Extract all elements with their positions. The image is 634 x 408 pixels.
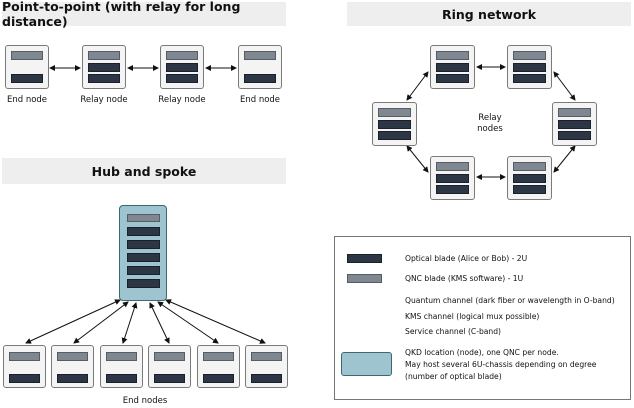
qnc-blade xyxy=(251,352,282,361)
optical-blade xyxy=(127,240,160,249)
p2p-relay-node-2 xyxy=(160,45,204,89)
legend-qnc-text: QNC blade (KMS software) - 1U xyxy=(405,274,524,283)
optical-blade xyxy=(244,74,276,83)
qnc-blade xyxy=(244,51,276,60)
optical-blade xyxy=(11,74,43,83)
qnc-blade xyxy=(9,352,40,361)
legend-optical-swatch xyxy=(347,254,382,263)
optical-blade xyxy=(436,74,469,83)
hub-end-node-3 xyxy=(100,345,143,388)
p2p-title: Point-to-point (with relay for long dist… xyxy=(2,0,286,29)
p2p-label-relay-2: Relay node xyxy=(158,95,206,105)
optical-blade xyxy=(436,185,469,194)
qnc-blade xyxy=(88,51,120,60)
optical-blade xyxy=(127,266,160,275)
optical-blade xyxy=(513,74,546,83)
qnc-blade xyxy=(166,51,198,60)
spoke-1 xyxy=(25,299,121,344)
qnc-blade xyxy=(106,352,137,361)
spoke-3 xyxy=(121,302,138,344)
spoke-2 xyxy=(73,301,129,344)
legend-location-text-2: May host several 6U-chassis depending on… xyxy=(405,360,597,369)
optical-blade xyxy=(513,185,546,194)
ring-node-bottom-right xyxy=(507,156,552,200)
ring-link-bottom-left xyxy=(406,145,429,173)
legend-location-text-3: (number of optical blade) xyxy=(405,372,502,381)
qnc-blade xyxy=(436,51,469,60)
ring-node-top-left xyxy=(430,45,475,89)
hub-title: Hub and spoke xyxy=(2,158,286,184)
legend-qnc-swatch xyxy=(347,274,382,283)
optical-blade xyxy=(127,253,160,262)
ring-node-left xyxy=(372,102,417,146)
optical-blade xyxy=(436,174,469,183)
spoke-5 xyxy=(157,301,219,344)
legend-optical-text: Optical blade (Alice or Bob) - 2U xyxy=(405,254,528,263)
ring-title: Ring network xyxy=(347,2,631,26)
qnc-blade xyxy=(513,51,546,60)
optical-blade xyxy=(154,374,185,383)
optical-blade xyxy=(88,74,120,83)
p2p-label-end-left: End node xyxy=(6,95,48,105)
p2p-label-end-right: End node xyxy=(239,95,281,105)
optical-blade xyxy=(166,74,198,83)
optical-blade xyxy=(378,120,411,129)
ring-center-label-line-1: Relay xyxy=(478,113,502,123)
p2p-end-node-left xyxy=(5,45,49,89)
optical-blade xyxy=(57,374,88,383)
qnc-blade xyxy=(436,162,469,171)
optical-blade xyxy=(9,374,40,383)
qnc-blade xyxy=(378,108,411,117)
ring-node-bottom-left xyxy=(430,156,475,200)
optical-blade xyxy=(513,174,546,183)
optical-blade xyxy=(558,120,591,129)
optical-blade xyxy=(127,279,160,288)
optical-blade xyxy=(558,131,591,140)
hub-end-node-4 xyxy=(148,345,191,388)
legend-location-text-1: QKD location (node), one QNC per node. xyxy=(405,348,559,357)
spoke-4 xyxy=(149,302,170,344)
ring-link-bottom-right xyxy=(553,145,576,173)
hub-end-node-2 xyxy=(51,345,94,388)
legend-quantum-channel-text: Quantum channel (dark fiber or wavelengt… xyxy=(405,296,615,305)
optical-blade xyxy=(513,63,546,72)
qnc-blade xyxy=(154,352,185,361)
qnc-blade xyxy=(513,162,546,171)
legend-location-swatch xyxy=(341,352,392,376)
qnc-blade xyxy=(558,108,591,117)
hub-end-node-1 xyxy=(3,345,46,388)
ring-center-label-line-2: nodes xyxy=(477,124,503,134)
legend: Optical blade (Alice or Bob) - 2U QNC bl… xyxy=(334,236,631,400)
optical-blade xyxy=(436,63,469,72)
ring-node-right xyxy=(552,102,597,146)
qnc-blade xyxy=(11,51,43,60)
p2p-label-relay-1: Relay node xyxy=(80,95,128,105)
hub-end-node-6 xyxy=(245,345,288,388)
optical-blade xyxy=(106,374,137,383)
ring-link-top-right xyxy=(553,71,576,101)
legend-service-channel-text: Service channel (C-band) xyxy=(405,327,502,336)
legend-kms-channel-text: KMS channel (logical mux possible) xyxy=(405,312,540,321)
ring-node-top-right xyxy=(507,45,552,89)
hub-end-node-5 xyxy=(197,345,240,388)
hub-chassis xyxy=(119,205,167,301)
optical-blade xyxy=(88,63,120,72)
p2p-relay-node-1 xyxy=(82,45,126,89)
optical-blade xyxy=(166,63,198,72)
qnc-blade xyxy=(203,352,234,361)
p2p-end-node-right xyxy=(238,45,282,89)
optical-blade xyxy=(203,374,234,383)
qnc-blade xyxy=(57,352,88,361)
spoke-6 xyxy=(165,299,266,344)
optical-blade xyxy=(127,227,160,236)
qnc-blade xyxy=(127,214,160,222)
ring-link-top-left xyxy=(406,71,429,101)
hub-end-nodes-label: End nodes xyxy=(122,396,168,406)
optical-blade xyxy=(251,374,282,383)
optical-blade xyxy=(378,131,411,140)
